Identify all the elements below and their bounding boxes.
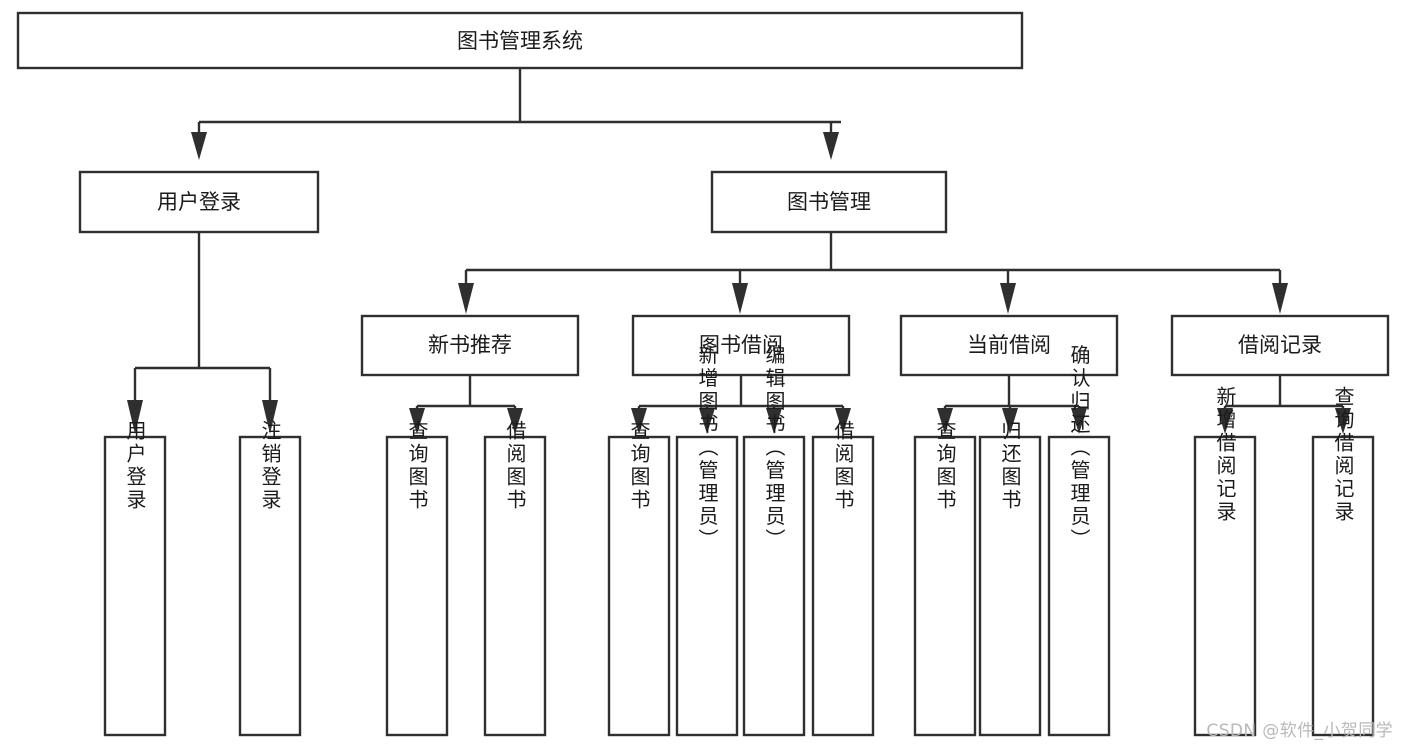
leaf-node-br-query-record[interactable]: 查询借阅记录 [1311, 386, 1375, 737]
leaf-box [103, 435, 167, 737]
connector-group-borrow-record [1217, 375, 1351, 434]
node-book-borrow[interactable]: 图书借阅 [631, 314, 851, 377]
leaf-label: 注销登录 [258, 420, 282, 512]
leaf-node-user-login-logout[interactable]: 注销登录 [238, 420, 302, 737]
arrow-icon-to-user-login [191, 132, 207, 160]
leaf-node-br-add-record[interactable]: 新增借阅记录 [1193, 386, 1257, 737]
leaf-node-bb-edit-book[interactable]: 编辑图书（管理员） [742, 344, 806, 737]
leaf-node-cb-confirm-return[interactable]: 确认归还（管理员） [1047, 344, 1111, 737]
node-root-box [16, 11, 1024, 70]
leaf-label: 确认归还（管理员） [1067, 344, 1091, 551]
node-current-borrow[interactable]: 当前借阅 [899, 314, 1119, 377]
arrow-icon-nb-leaf-2 [507, 408, 523, 434]
connector-group-root [191, 68, 841, 160]
arrow-icon-to-book-borrow [732, 283, 748, 314]
node-book-manage-box [710, 170, 948, 234]
leaf-label: 用户登录 [123, 420, 147, 512]
leaf-label: 查询图书 [933, 420, 957, 512]
node-book-manage[interactable]: 图书管理 [710, 170, 948, 234]
arrow-icon-bb-leaf-4 [835, 408, 851, 434]
leaf-box [238, 435, 302, 737]
leaf-label: 归还图书 [998, 420, 1022, 512]
leaf-label: 新增图书（管理员） [695, 344, 719, 551]
node-new-book-recommend[interactable]: 新书推荐 [360, 314, 580, 377]
leaf-label: 新增借阅记录 [1213, 386, 1237, 524]
node-book-manage-label: 图书管理 [787, 190, 871, 214]
leaf-node-bb-add-book[interactable]: 新增图书（管理员） [675, 344, 739, 737]
leaf-box [1047, 435, 1111, 737]
leaf-box [811, 435, 875, 737]
leaf-box [1311, 435, 1375, 737]
connector-group-book-manage [458, 232, 1288, 314]
node-user-login-box [78, 170, 320, 234]
arrow-icon-ul-leaf-2 [262, 400, 278, 434]
leaf-label: 编辑图书（管理员） [762, 344, 786, 551]
leaf-node-bb-borrow-book[interactable]: 借阅图书 [811, 420, 875, 737]
arrow-icon-bb-leaf-2 [699, 408, 715, 434]
connector-group-user-login [127, 232, 278, 434]
leaf-node-nb-query-book[interactable]: 查询图书 [385, 420, 449, 737]
leaf-box [483, 435, 547, 737]
leaf-node-bb-query-book[interactable]: 查询图书 [607, 420, 671, 737]
node-borrow-record-box [1170, 314, 1390, 377]
arrow-icon-ul-leaf-1 [127, 400, 143, 434]
arrow-icon-br-leaf-1 [1217, 408, 1233, 434]
leaf-node-nb-borrow-book[interactable]: 借阅图书 [483, 420, 547, 737]
leaf-box [607, 435, 671, 737]
leaf-label: 借阅图书 [503, 420, 527, 512]
node-current-borrow-box [899, 314, 1119, 377]
arrow-icon-cb-leaf-2 [1002, 408, 1018, 434]
node-root-label: 图书管理系统 [457, 29, 583, 53]
connector-group-book-borrow [631, 375, 851, 434]
node-root-system[interactable]: 图书管理系统 [16, 11, 1024, 70]
leaf-box [742, 435, 806, 737]
node-borrow-record-label: 借阅记录 [1238, 333, 1322, 357]
leaf-box [1193, 435, 1257, 737]
arrow-icon-to-new-book [458, 283, 474, 314]
leaf-node-user-login-login[interactable]: 用户登录 [103, 420, 167, 737]
arrow-icon-to-current-borrow [1000, 283, 1016, 314]
leaf-box [978, 435, 1042, 737]
arrow-icon-nb-leaf-1 [409, 408, 425, 434]
node-user-login[interactable]: 用户登录 [78, 170, 320, 234]
leaf-box [385, 435, 449, 737]
leaf-box [913, 435, 977, 737]
connector-group-current-borrow [937, 375, 1087, 434]
arrow-icon-br-leaf-2 [1335, 408, 1351, 434]
node-current-borrow-label: 当前借阅 [967, 333, 1051, 357]
node-borrow-record[interactable]: 借阅记录 [1170, 314, 1390, 377]
arrow-icon-cb-leaf-1 [937, 408, 953, 434]
node-book-borrow-label: 图书借阅 [699, 333, 783, 357]
leaf-box [675, 435, 739, 737]
leaf-label: 查询图书 [627, 420, 651, 512]
arrow-icon-to-borrow-record [1272, 283, 1288, 314]
node-book-borrow-box [631, 314, 851, 377]
arrow-icon-bb-leaf-3 [766, 408, 782, 434]
arrow-icon-to-book-manage [823, 132, 839, 160]
node-new-book-recommend-box [360, 314, 580, 377]
arrow-icon-cb-leaf-3 [1071, 408, 1087, 434]
node-new-book-recommend-label: 新书推荐 [428, 333, 512, 357]
leaf-label: 查询图书 [405, 420, 429, 512]
connector-group-new-book [409, 375, 523, 434]
leaf-node-cb-query-book[interactable]: 查询图书 [913, 420, 977, 737]
arrow-icon-bb-leaf-1 [631, 408, 647, 434]
node-user-login-label: 用户登录 [157, 190, 241, 214]
leaf-label: 查询借阅记录 [1331, 386, 1355, 524]
leaf-node-cb-return-book[interactable]: 归还图书 [978, 420, 1042, 737]
leaf-label: 借阅图书 [831, 420, 855, 512]
